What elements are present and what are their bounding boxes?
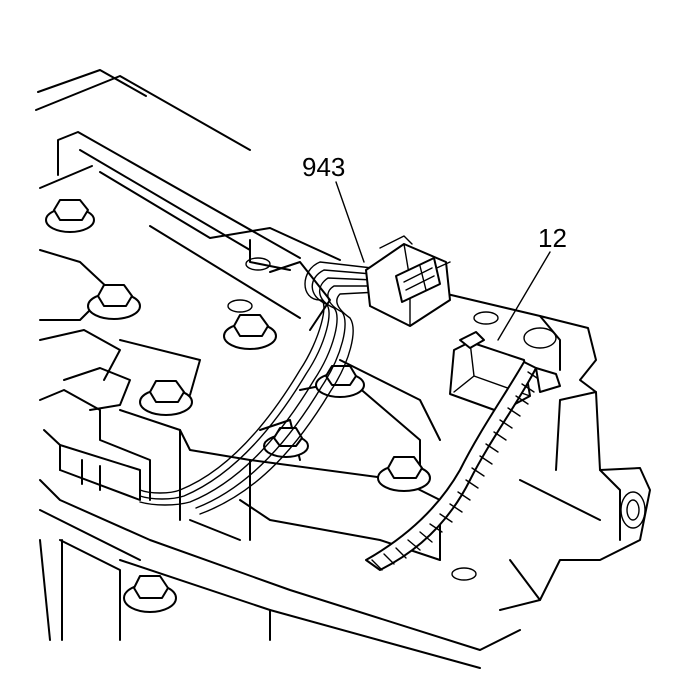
wire-bundle [139, 261, 379, 515]
callout-label-12: 12 [538, 223, 567, 253]
leader-line-12 [497, 251, 551, 341]
mounting-holes [227, 257, 557, 581]
bolt-3 [223, 314, 277, 350]
corrugated-conduit [365, 361, 561, 571]
bolt-7 [377, 456, 431, 492]
case-cover-outline [35, 69, 341, 331]
bolt-heads [45, 199, 431, 613]
lower-case-body [39, 479, 521, 669]
callout-label-943: 943 [302, 152, 345, 182]
valve-body-housing [429, 289, 651, 611]
bolt-8 [123, 575, 177, 613]
electrical-connector [365, 235, 451, 327]
bolt-5 [315, 365, 365, 398]
leader-line-943 [335, 181, 365, 263]
left-channel-plates [39, 249, 201, 501]
leader-lines [335, 181, 551, 341]
bolt-1 [45, 199, 95, 233]
bolt-4 [139, 380, 193, 416]
bolt-2 [87, 284, 141, 320]
